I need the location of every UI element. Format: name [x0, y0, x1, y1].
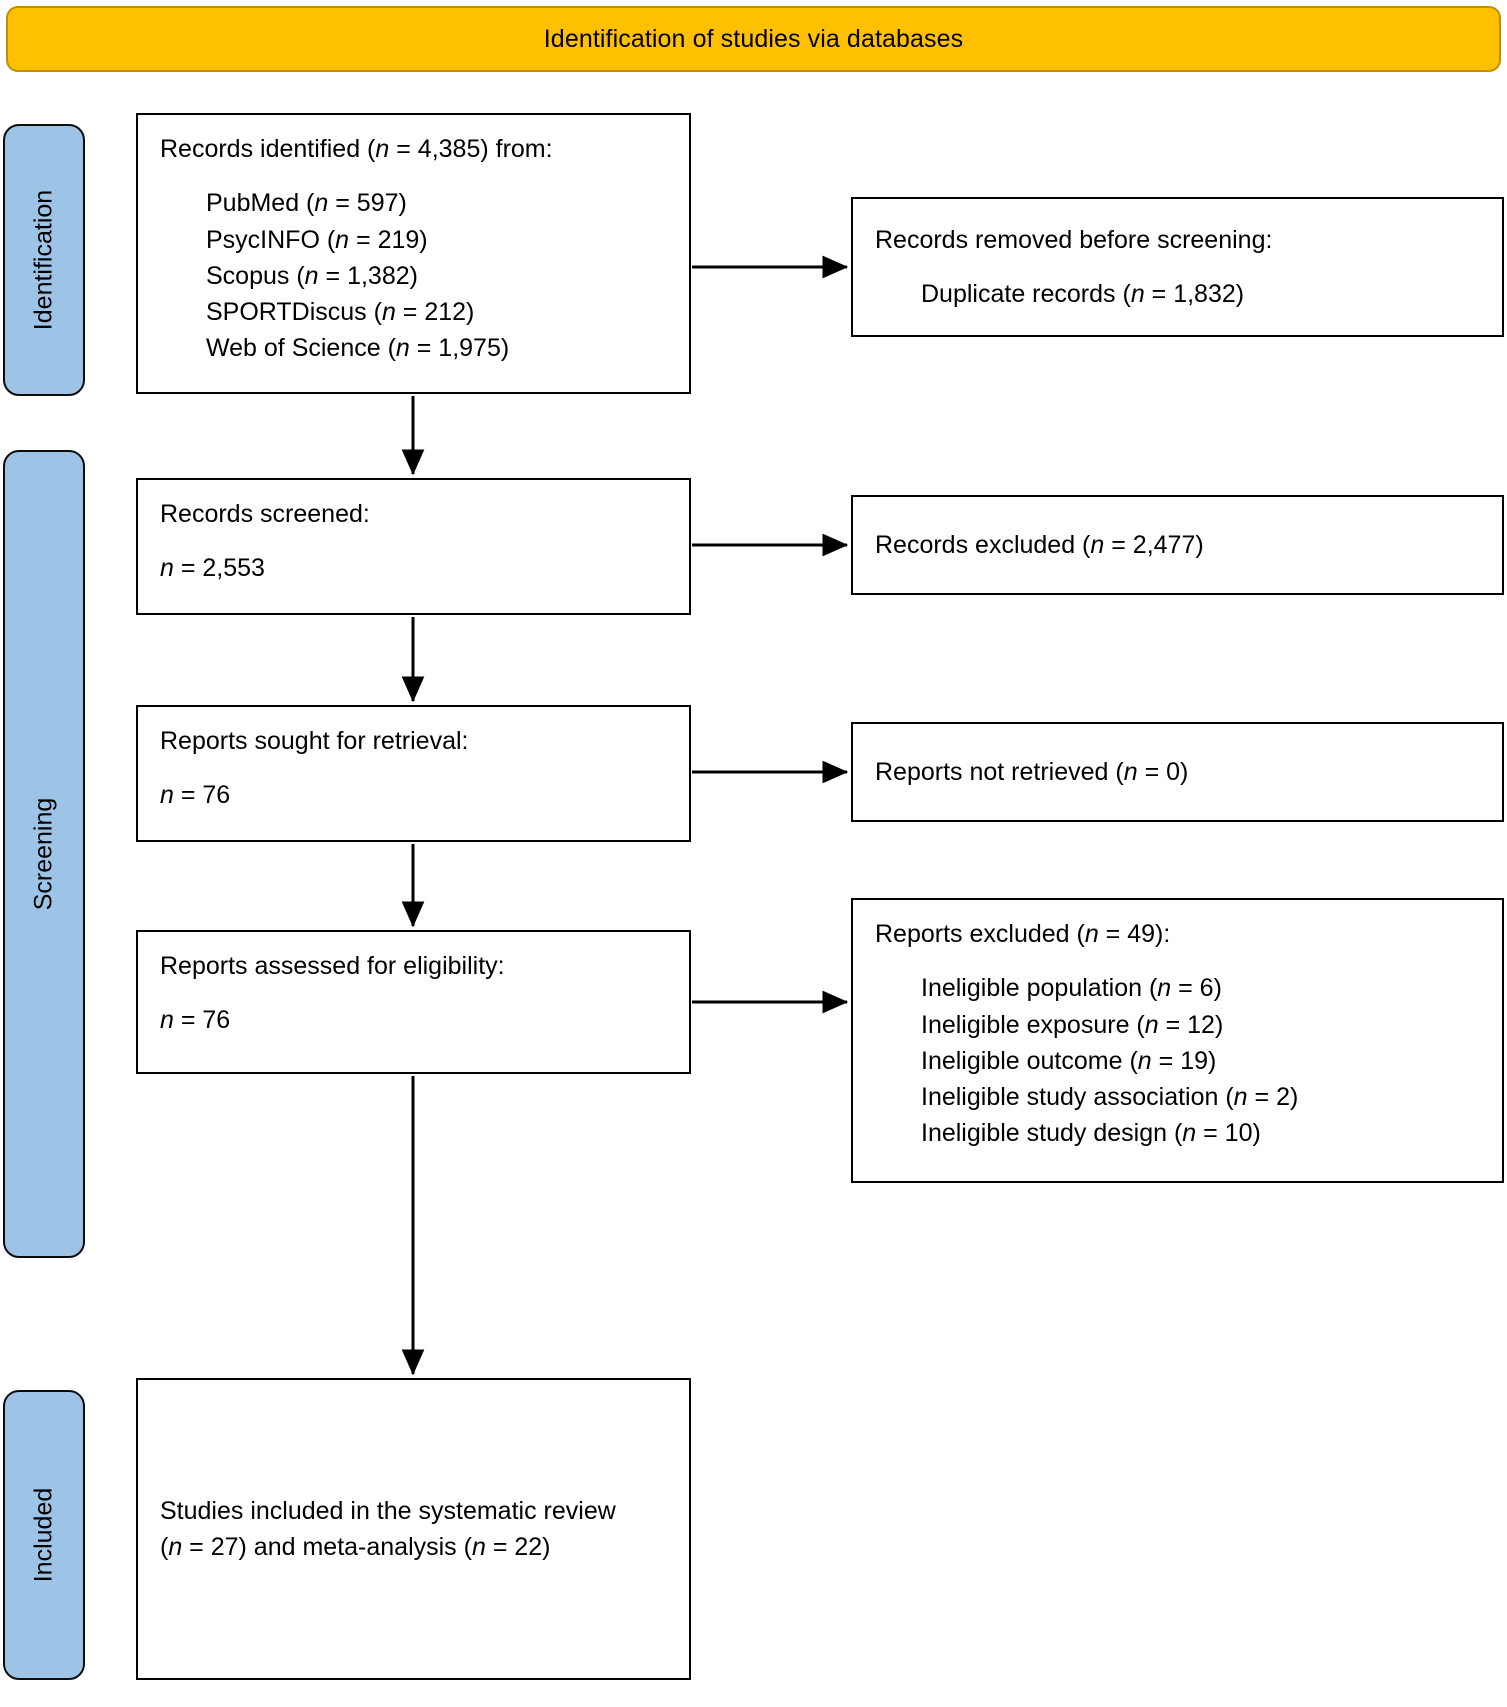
stage-label-included: Included: [29, 1487, 58, 1583]
source-scopus: Scopus (n = 1,382): [206, 261, 418, 290]
reason-ineligible-population: Ineligible population (n = 6): [921, 974, 1222, 1003]
records-removed-title: Records removed before screening:: [875, 225, 1273, 254]
duplicate-records-line: Duplicate records (n = 1,832): [921, 280, 1245, 308]
spacer: [160, 984, 667, 1002]
reports-sought-title: Reports sought for retrieval:: [160, 727, 469, 755]
banner-label: Identification of studies via databases: [543, 24, 964, 53]
stage-bar-screening: Screening: [3, 450, 85, 1258]
records-identified-title: Records identified (n = 4,385) from:: [160, 135, 553, 163]
box-reports-not-retrieved: Reports not retrieved (n = 0): [851, 722, 1504, 822]
box-reports-assessed: Reports assessed for eligibility: n = 76: [136, 930, 691, 1074]
stage-bar-identification: Identification: [3, 124, 85, 396]
identification-banner: Identification of studies via databases: [6, 6, 1501, 72]
box-studies-included: Studies included in the systematic revie…: [136, 1378, 691, 1680]
spacer: [160, 167, 667, 185]
box-records-screened: Records screened: n = 2,553: [136, 478, 691, 615]
reports-excluded-title: Reports excluded (n = 49):: [875, 920, 1171, 948]
spacer: [160, 532, 667, 550]
reason-ineligible-study-design: Ineligible study design (n = 10): [921, 1119, 1261, 1148]
source-pubmed: PubMed (n = 597): [206, 189, 407, 218]
source-web-of-science: Web of Science (n = 1,975): [206, 334, 510, 363]
box-reports-sought: Reports sought for retrieval: n = 76: [136, 705, 691, 842]
reports-assessed-title: Reports assessed for eligibility:: [160, 952, 505, 980]
stage-bar-included: Included: [3, 1390, 85, 1680]
stage-label-screening: Screening: [29, 797, 58, 911]
reason-ineligible-outcome: Ineligible outcome (n = 19): [921, 1046, 1217, 1075]
studies-included-line2: (n = 27) and meta-analysis (n = 22): [160, 1533, 551, 1561]
box-reports-excluded: Reports excluded (n = 49): Ineligible po…: [851, 898, 1504, 1183]
records-excluded-line: Records excluded (n = 2,477): [875, 530, 1204, 559]
reason-ineligible-study-association: Ineligible study association (n = 2): [921, 1083, 1299, 1111]
reason-ineligible-exposure: Ineligible exposure (n = 12): [921, 1010, 1224, 1039]
box-records-identified: Records identified (n = 4,385) from: Pub…: [136, 113, 691, 394]
spacer: [875, 258, 1480, 276]
reports-sought-count: n = 76: [160, 781, 231, 810]
box-records-excluded: Records excluded (n = 2,477): [851, 495, 1504, 595]
studies-included-line1: Studies included in the systematic revie…: [160, 1496, 616, 1525]
box-records-removed: Records removed before screening: Duplic…: [851, 197, 1504, 337]
records-screened-count: n = 2,553: [160, 554, 265, 583]
spacer: [875, 952, 1480, 970]
stage-label-identification: Identification: [29, 189, 58, 331]
source-sportdiscus: SPORTDiscus (n = 212): [206, 298, 475, 326]
spacer: [160, 759, 667, 777]
records-screened-title: Records screened:: [160, 500, 370, 528]
reports-assessed-count: n = 76: [160, 1006, 231, 1035]
source-psycinfo: PsycINFO (n = 219): [206, 225, 428, 254]
reports-not-retrieved-line: Reports not retrieved (n = 0): [875, 757, 1189, 786]
